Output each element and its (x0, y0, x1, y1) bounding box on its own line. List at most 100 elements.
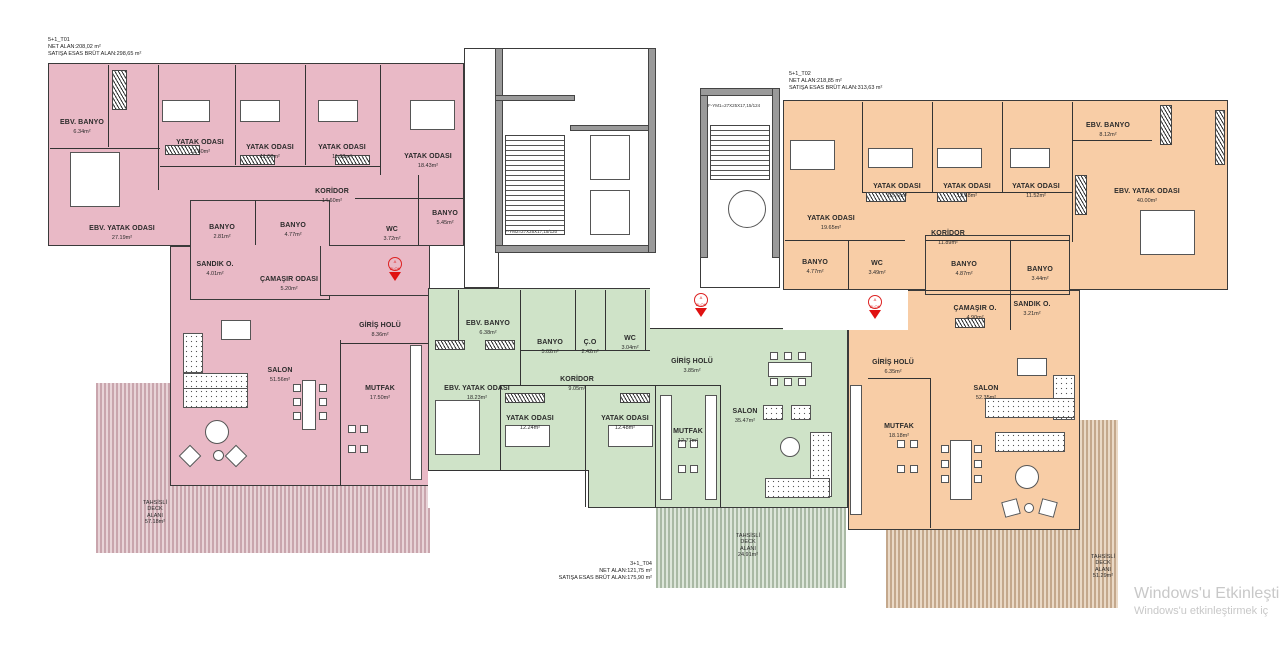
kitchen-counter (410, 345, 422, 480)
entry-arrow-icon (695, 308, 707, 317)
room-label: SANDIK O.4.01m² (196, 261, 234, 278)
closet (240, 155, 275, 165)
gross-area: SATIŞA ESAS BRÜT ALAN:175,90 m² (558, 574, 652, 581)
unit-code: 5+1_T01 (48, 37, 70, 43)
net-area: NET ALAN:121,75 m² (599, 567, 652, 574)
chair (941, 460, 949, 468)
wall (500, 385, 501, 470)
wall (862, 102, 863, 192)
closet (505, 393, 545, 403)
dining-table (950, 440, 972, 500)
t01-sandik-block (190, 200, 330, 300)
core-wall (700, 88, 780, 96)
unit-info-t01: 5+1_T01 NET ALAN:208,02 m² SATIŞA ESAS B… (48, 37, 141, 58)
chair (319, 412, 327, 420)
room-label: ÇAMAŞIR O.4.90m² (953, 305, 997, 322)
sofa (791, 405, 811, 420)
core-block-2 (700, 88, 780, 288)
chair (770, 378, 778, 386)
chair (360, 445, 368, 453)
door-swing (728, 190, 766, 228)
kitchen-island (221, 320, 251, 340)
unit-info-t02: 5+1_T02 NET ALAN:218,85 m² SATIŞA ESAS B… (789, 71, 882, 92)
wall (785, 240, 905, 241)
gross-area: SATIŞA ESAS BRÜT ALAN:298,65 m² (48, 50, 142, 57)
core-wall (495, 245, 655, 253)
kitchen-counter (850, 385, 862, 515)
wall (862, 192, 1072, 193)
chair (941, 445, 949, 453)
bed (937, 148, 982, 168)
t02-middle-block (925, 235, 1070, 295)
wall (255, 200, 256, 245)
closet (1215, 110, 1225, 165)
bed (162, 100, 210, 122)
core-wall (648, 48, 656, 253)
bed (240, 100, 280, 122)
chair (974, 475, 982, 483)
unit-code: 5+1_T02 (789, 71, 811, 77)
wall (605, 290, 606, 350)
t01-girish-block (320, 246, 430, 296)
chair (941, 475, 949, 483)
elevator (590, 135, 630, 180)
wall (932, 102, 933, 192)
chair (348, 425, 356, 433)
sofa (995, 432, 1065, 452)
deck-area-t04 (656, 508, 846, 588)
chair (974, 460, 982, 468)
chair (974, 445, 982, 453)
wall (1072, 140, 1152, 141)
chair (319, 398, 327, 406)
chair (293, 398, 301, 406)
chair (360, 425, 368, 433)
chair (910, 440, 918, 448)
closet (1075, 175, 1087, 215)
bed (505, 425, 550, 447)
core-wall (495, 48, 503, 253)
wall (50, 148, 160, 149)
kitchen-counter (705, 395, 717, 500)
unit-info-t04: 3+1_T04 NET ALAN:121,75 m² SATIŞA ESAS B… (556, 561, 652, 582)
closet (937, 192, 967, 202)
bed (1010, 148, 1050, 168)
chair (770, 352, 778, 360)
core-wall (495, 95, 575, 101)
windows-activation-title: Windows'u Etkinleşti (1134, 585, 1280, 602)
chair (678, 440, 686, 448)
wall (380, 65, 381, 175)
elevator (590, 190, 630, 235)
kitchen-counter (660, 395, 672, 500)
wall (500, 385, 720, 386)
closet (165, 145, 200, 155)
closet (112, 70, 127, 110)
wall (655, 385, 656, 507)
unit-code: 3+1_T04 (630, 561, 652, 567)
t04-notch (428, 470, 588, 508)
sofa (763, 405, 783, 420)
